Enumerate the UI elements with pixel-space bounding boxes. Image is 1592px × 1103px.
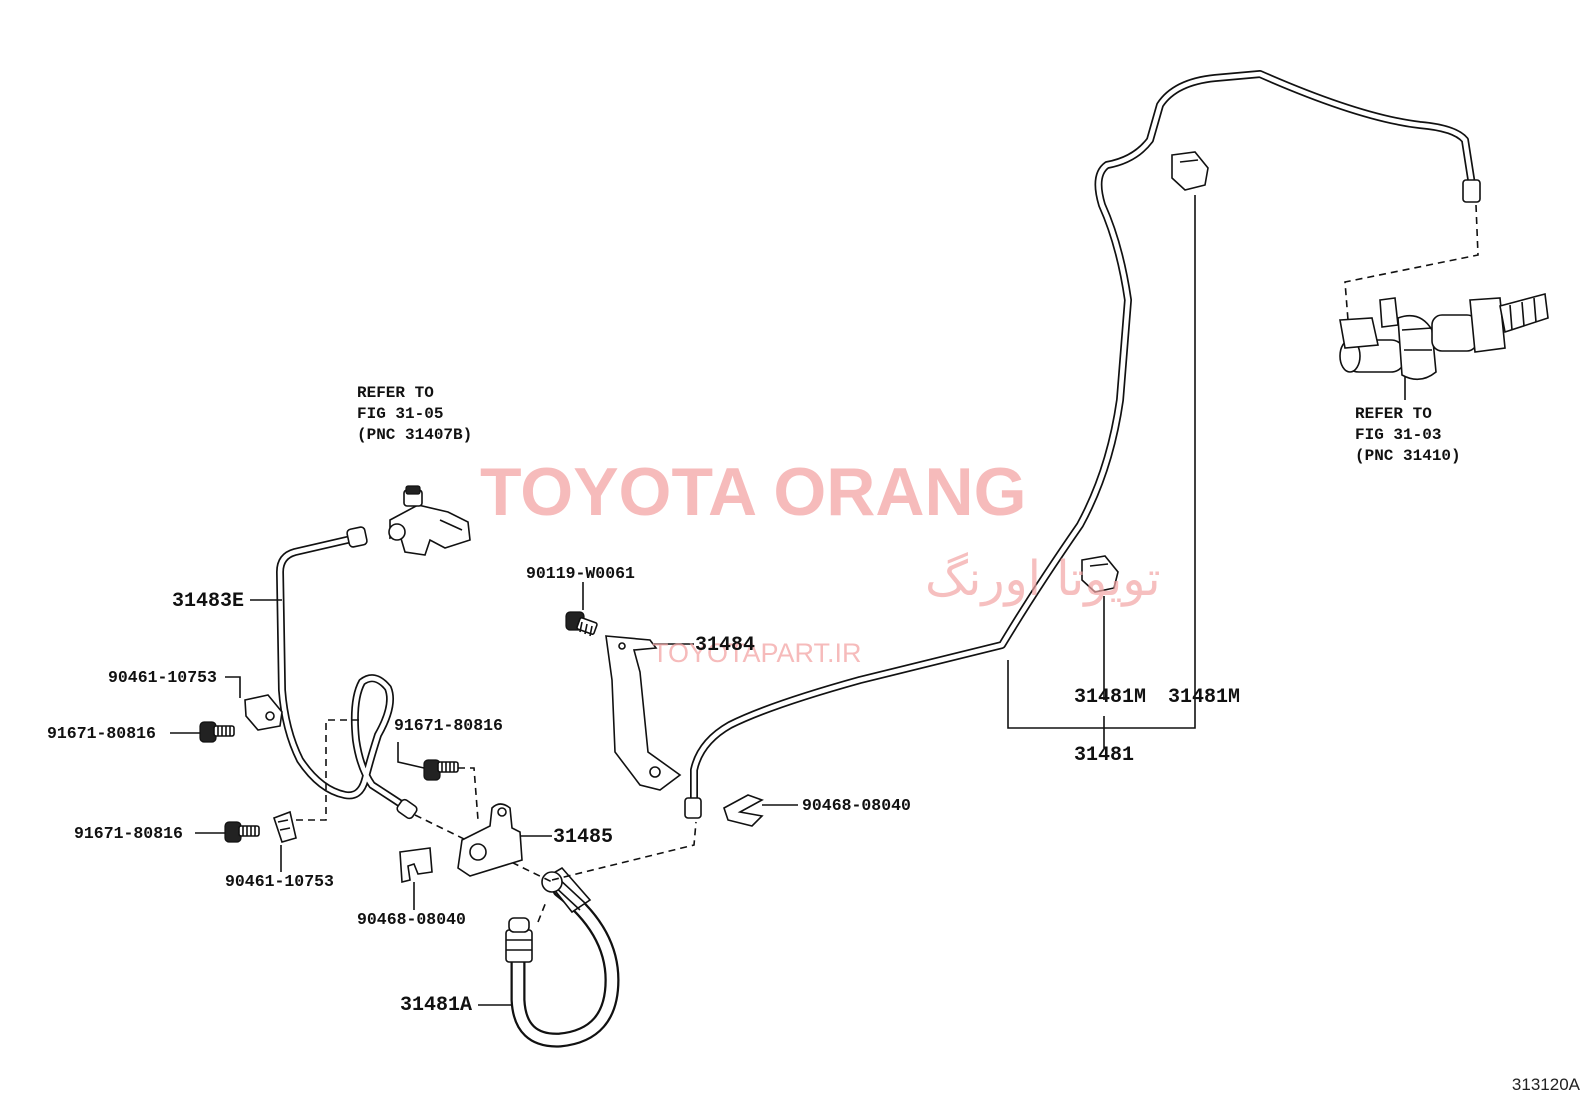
proportioning-valve[interactable]	[388, 485, 471, 556]
bracket-31485[interactable]	[457, 803, 523, 877]
label-90461-upper[interactable]: 90461-10753	[108, 668, 217, 687]
refer-right-line2: FIG 31-03	[1355, 426, 1441, 444]
bolt-91671-upper[interactable]	[199, 721, 235, 743]
refer-top-line2: FIG 31-05	[357, 405, 443, 423]
refer-top-line3: (PNC 31407B)	[357, 426, 472, 444]
label-31483E[interactable]: 31483E	[172, 590, 244, 613]
clutch-pipe-31483E[interactable]	[276, 526, 418, 820]
label-31481[interactable]: 31481	[1074, 744, 1134, 767]
dash-to-master-cylinder	[1344, 204, 1479, 321]
leader-90461-upper	[225, 676, 241, 698]
dash-hose-to-line	[551, 821, 697, 881]
clutch-master-cylinder[interactable]	[1339, 292, 1549, 381]
clutch-line-31481[interactable]	[684, 70, 1481, 819]
label-90468-right[interactable]: 90468-08040	[802, 796, 911, 815]
label-31481A[interactable]: 31481A	[400, 994, 472, 1017]
clip-90461-upper[interactable]	[244, 694, 283, 731]
label-31481M-lower[interactable]: 31481M	[1074, 686, 1146, 709]
label-31481M-upper[interactable]: 31481M	[1168, 686, 1240, 709]
refer-right-line1: REFER TO	[1355, 405, 1432, 423]
bolt-91671-lower[interactable]	[224, 821, 260, 843]
clip-90461-lower[interactable]	[272, 810, 297, 843]
clip-90468-left[interactable]	[399, 847, 433, 884]
flexible-hose-31481A[interactable]	[505, 866, 620, 1048]
label-91671-lower[interactable]: 91671-80816	[74, 824, 183, 843]
bracket-31484[interactable]	[605, 635, 682, 791]
watermark-brand: TOYOTA ORANG	[480, 454, 1027, 530]
label-31484[interactable]: 31484	[695, 634, 755, 657]
dash-clip-to-pipe	[296, 719, 360, 821]
watermark-persian: تویوتا اورنگ	[925, 551, 1161, 607]
watermark-url: TOYOTAPART.IR	[652, 638, 862, 668]
leader-91671-middle	[397, 742, 425, 769]
bolt-90119[interactable]	[565, 611, 598, 637]
dash-bolt-to-bracket	[458, 767, 479, 821]
dash-hose-ends	[537, 901, 547, 923]
label-91671-upper[interactable]: 91671-80816	[47, 724, 156, 743]
clamp-31481M-lower[interactable]	[1081, 555, 1119, 593]
label-90119[interactable]: 90119-W0061	[526, 564, 635, 583]
line-end-fitting-left	[684, 797, 702, 819]
refer-top-line1: REFER TO	[357, 384, 434, 402]
bolt-91671-middle[interactable]	[423, 759, 459, 781]
clamp-31481M-upper[interactable]	[1171, 151, 1209, 191]
refer-right-line3: (PNC 31410)	[1355, 447, 1461, 465]
label-90468-left[interactable]: 90468-08040	[357, 910, 466, 929]
refer-note-top: REFER TO FIG 31-05 (PNC 31407B)	[357, 384, 472, 444]
label-31485[interactable]: 31485	[553, 826, 613, 849]
label-91671-middle[interactable]: 91671-80816	[394, 716, 503, 735]
leader-31481-bracket	[1007, 195, 1196, 729]
figure-code: 313120A	[1512, 1075, 1581, 1094]
line-end-fitting-right	[1462, 179, 1481, 203]
label-90461-lower[interactable]: 90461-10753	[225, 872, 334, 891]
clip-90468-right[interactable]	[723, 794, 764, 827]
refer-note-right: REFER TO FIG 31-03 (PNC 31410)	[1355, 405, 1461, 465]
